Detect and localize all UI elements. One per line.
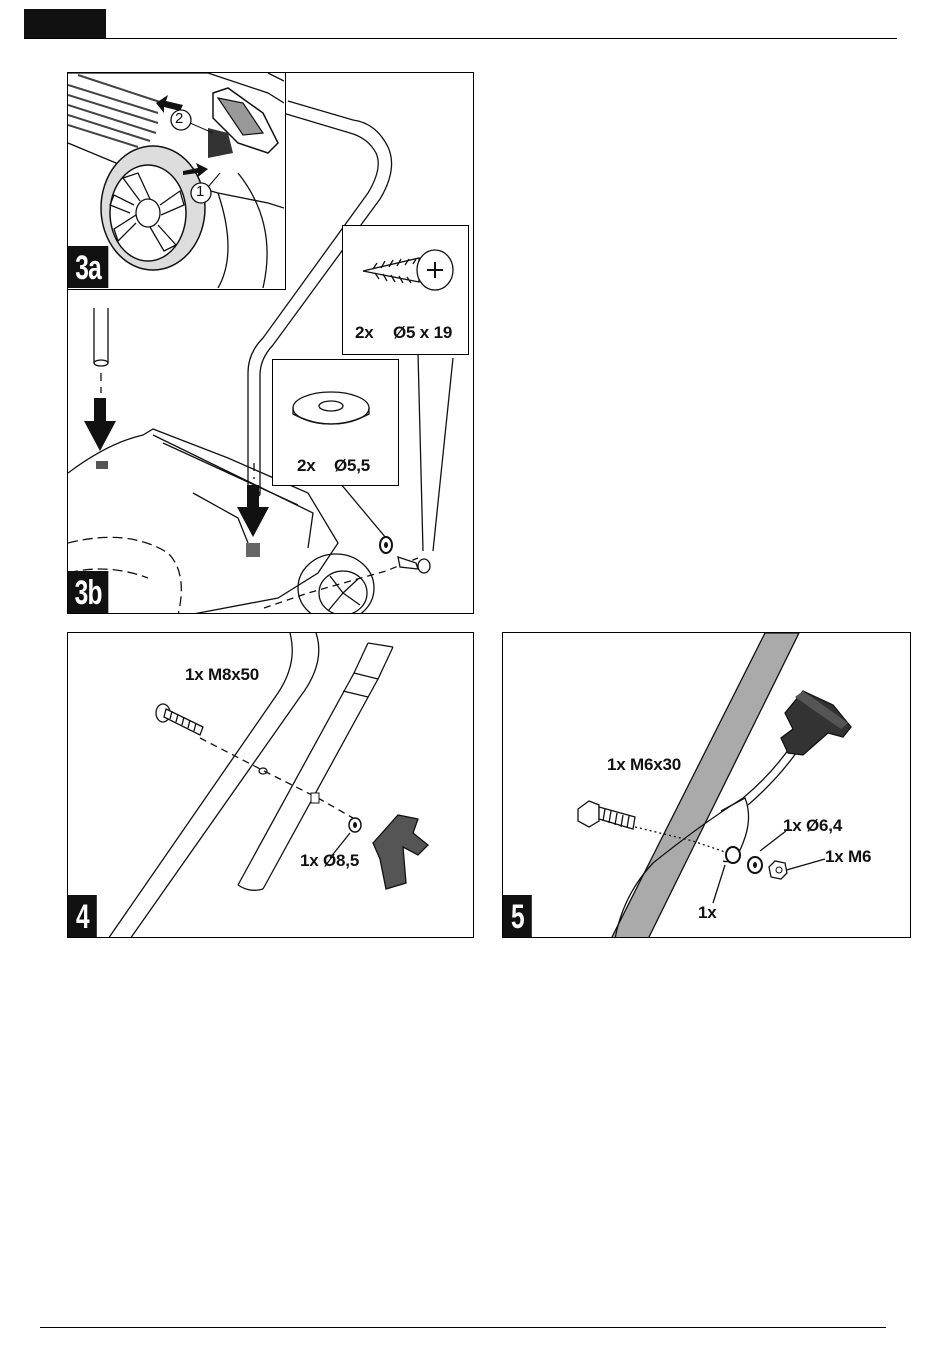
clip-label: 1x [698, 903, 717, 923]
figure-4-tag: 4 [68, 895, 97, 937]
figure-3a-tag: 3a [68, 246, 108, 288]
washer-drawing [273, 360, 397, 450]
washer-inset: 2x Ø5,5 [272, 359, 399, 486]
nut-label: 1x M6 [825, 847, 871, 867]
callout-2: 2 [175, 110, 183, 127]
washer-qty: 2x [297, 456, 316, 476]
figure-5-illustration [503, 633, 911, 938]
screw-size: Ø5 x 19 [393, 323, 452, 343]
figure-3b-panel: 2 1 3a 2x Ø5 x 19 2x Ø5,5 3b [67, 72, 474, 614]
bolt-label: 1x M6x30 [607, 755, 681, 775]
screw-drawing [343, 226, 467, 316]
screw-qty: 2x [355, 323, 374, 343]
header-rule [24, 38, 897, 39]
figure-3a-inset: 2 1 3a [68, 73, 286, 290]
callout-1: 1 [196, 183, 204, 200]
figure-3b-tag: 3b [68, 571, 108, 613]
footer-rule [40, 1327, 886, 1328]
figure-4-illustration [68, 633, 474, 938]
bolt-label: 1x M8x50 [185, 665, 259, 685]
washer-label: 1x Ø6,4 [783, 816, 842, 836]
header-tab [24, 9, 106, 39]
figure-5-tag: 5 [503, 895, 532, 937]
washer-label: 1x Ø8,5 [300, 851, 359, 871]
figure-5-panel: 1x M6x30 1x Ø6,4 1x M6 1x 5 [502, 632, 911, 938]
screw-inset: 2x Ø5 x 19 [342, 225, 469, 355]
figure-4-panel: 1x M8x50 1x Ø8,5 4 [67, 632, 474, 938]
washer-size: Ø5,5 [334, 456, 370, 476]
